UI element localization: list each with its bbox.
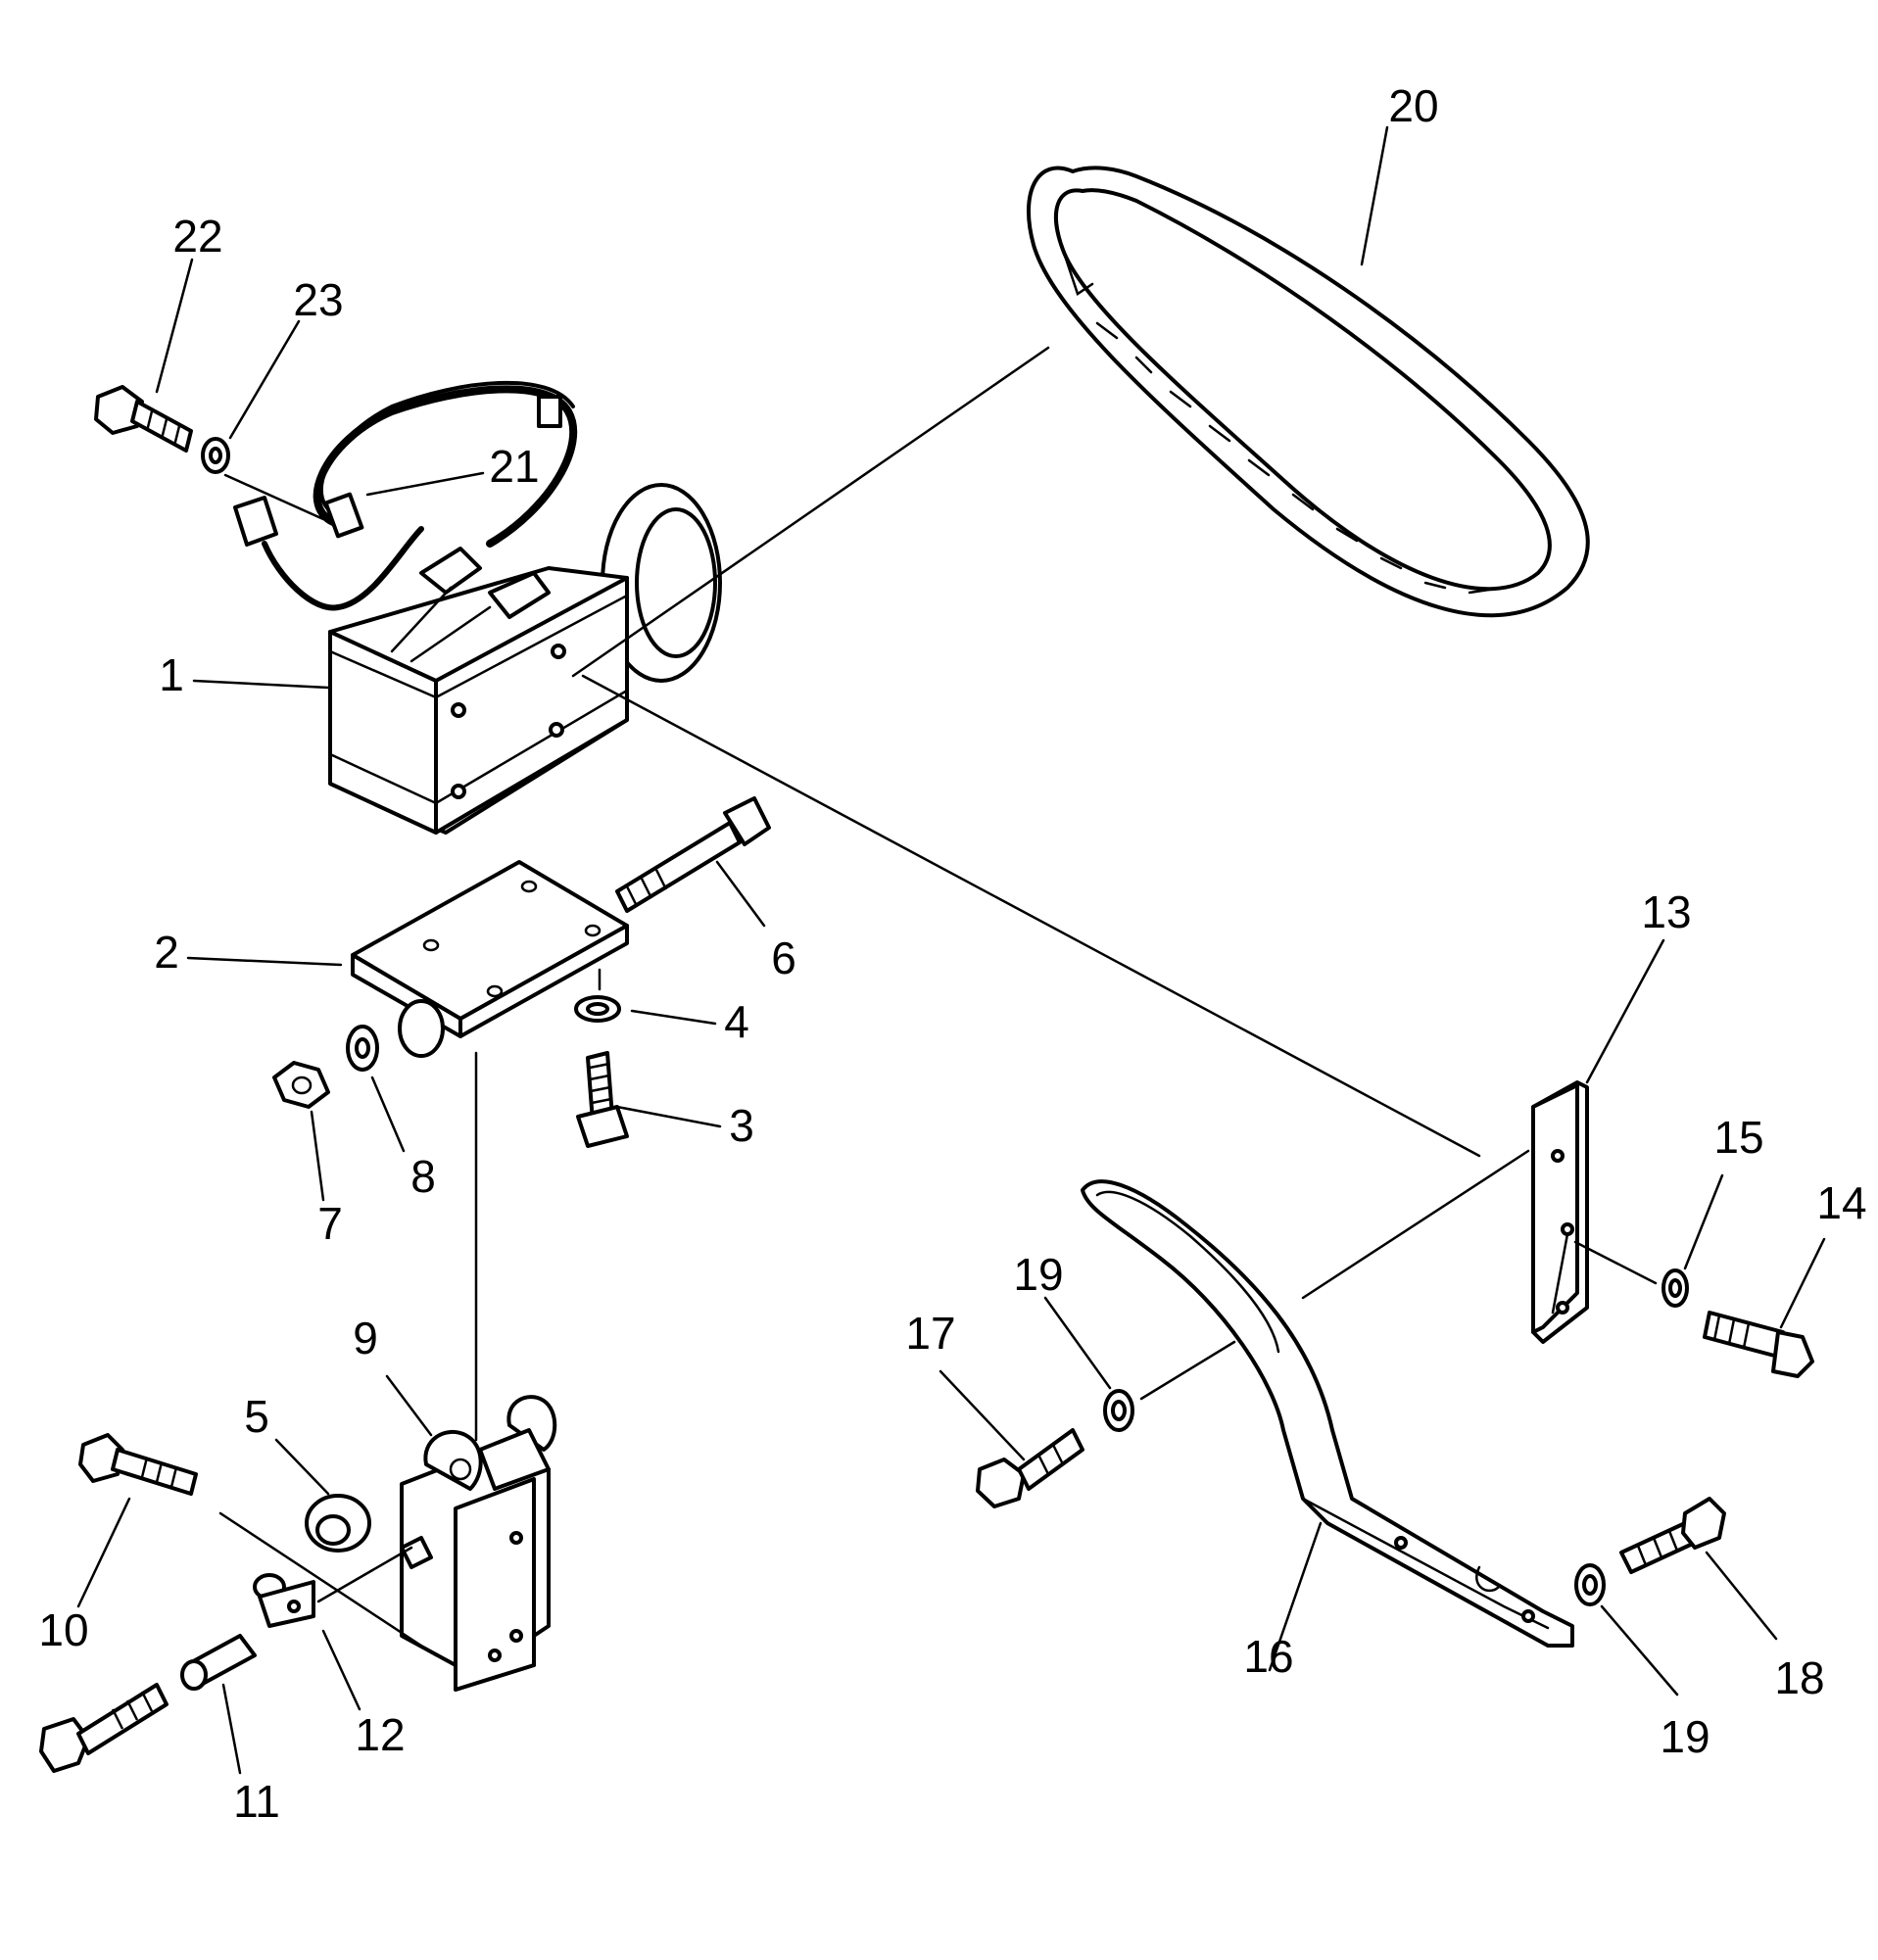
callout-19-upper: 19 [1013,1249,1063,1300]
callout-10: 10 [38,1604,88,1655]
callout-17: 17 [905,1308,955,1359]
assembly-lines [218,346,1658,1657]
callout-1: 1 [159,649,184,700]
callout-19-lower: 19 [1660,1711,1709,1762]
callout-11: 11 [233,1776,280,1827]
bolt-14 [1703,1311,1814,1378]
callout-9: 9 [353,1313,378,1363]
bolt-17 [976,1428,1084,1508]
callout-15: 15 [1713,1112,1763,1163]
bolt-6 [615,796,771,913]
clamp-12 [253,1573,315,1628]
callout-23: 23 [293,274,343,325]
washer-4 [574,995,621,1023]
washer-19b [1574,1563,1606,1606]
mounting-plate [351,860,629,1058]
callout-22: 22 [172,211,222,262]
callout-7: 7 [317,1198,343,1249]
callout-12: 12 [355,1709,405,1760]
callout-21: 21 [489,441,539,492]
callout-20: 20 [1388,80,1438,131]
spacer-11 [180,1634,257,1691]
compressor [328,483,722,835]
wiring-harness [233,380,578,611]
drive-belt [1027,166,1590,618]
nut-7 [272,1061,330,1109]
callout-leaders [76,125,1826,1775]
callout-14: 14 [1816,1177,1866,1228]
callout-4: 4 [724,996,749,1047]
callout-16: 16 [1243,1631,1293,1682]
bolt-10 [78,1433,198,1496]
nut-5 [305,1494,371,1553]
bolt-18 [1619,1497,1726,1574]
bolt-11-long [39,1683,169,1773]
bracket [400,1395,557,1692]
callout-5: 5 [244,1391,269,1442]
callout-8: 8 [410,1151,436,1202]
callout-13: 13 [1641,886,1691,937]
tension-bracket [1531,1080,1589,1344]
callout-18: 18 [1774,1652,1824,1703]
callout-2: 2 [154,927,179,978]
adjustment-arm [1081,1179,1574,1648]
bolt-22 [94,385,193,453]
callout-labels: 1 2 3 4 5 6 7 8 9 10 11 12 13 14 15 16 1… [38,80,1866,1827]
bolt-3 [576,1051,629,1148]
washer-19a [1103,1389,1134,1432]
callout-6: 6 [771,932,796,983]
washer-15 [1661,1268,1689,1308]
washer-23 [201,437,230,474]
callout-3: 3 [729,1100,754,1151]
washer-8 [346,1025,379,1072]
